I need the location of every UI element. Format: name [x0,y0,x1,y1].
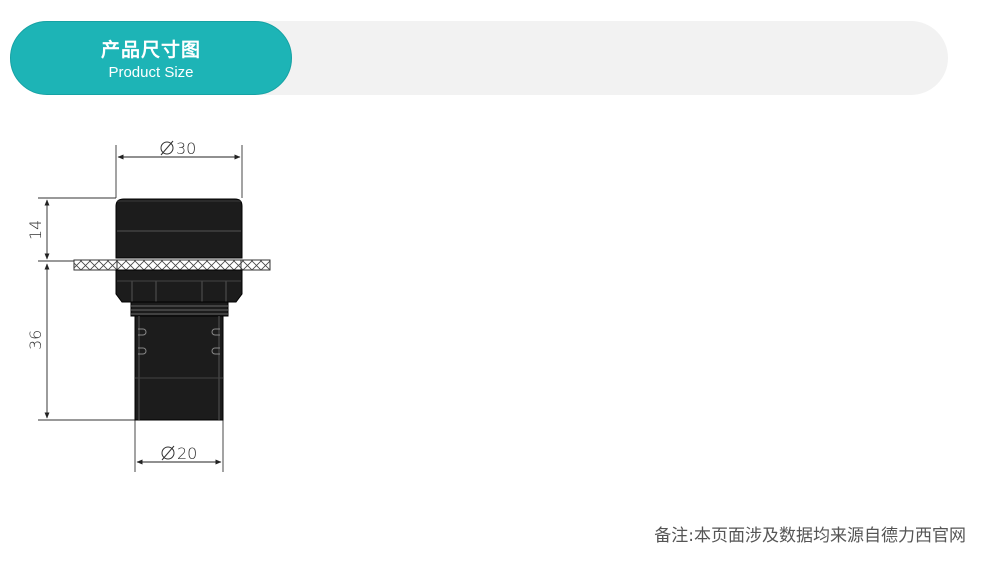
dimension-top-diameter: 30 [115,139,243,198]
indicator-body [134,315,224,421]
source-footnote: 备注:本页面涉及数据均来源自德力西官网 [654,526,966,546]
dimension-body-value: 36 [26,330,45,350]
diameter-symbol-icon [160,140,174,156]
mounting-panel [73,259,271,271]
dimension-cap-value: 14 [26,220,45,240]
dimension-bottom-value: 20 [177,444,197,463]
section-title: 产品尺寸图 [100,39,201,61]
dimension-top-value: 30 [176,139,196,158]
diameter-symbol-icon [161,445,175,461]
section-subtitle: Product Size [108,64,194,81]
mounting-nut [115,269,243,303]
dimension-cap-height: 14 [26,197,116,262]
thread-ring [130,301,229,317]
dimension-body-height: 36 [26,263,136,421]
indicator-cap [115,198,243,259]
product-dimension-drawing: 30 14 36 20 [26,139,271,472]
section-title-badge: 产品尺寸图 Product Size [10,21,292,95]
dimension-bottom-diameter: 20 [134,420,224,472]
